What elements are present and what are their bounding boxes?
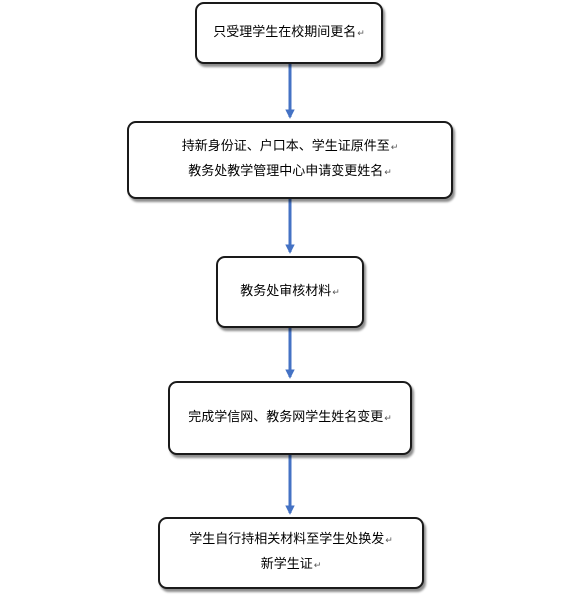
step-2-line-1: 持新身份证、户口本、学生证原件至 — [181, 139, 390, 154]
paragraph-mark-icon: ↵ — [357, 28, 365, 39]
paragraph-mark-icon: ↵ — [384, 168, 392, 178]
step-3-line-1: 教务处审核材料 — [240, 283, 332, 299]
step-4-line-1: 完成学信网、教务网学生姓名变更 — [188, 409, 384, 425]
flow-step-3: 教务处审核材料↵ — [216, 256, 364, 328]
paragraph-mark-icon: ↵ — [390, 143, 399, 153]
flow-step-5: 学生自行持相关材料至学生处换发↵ 新学生证↵ — [158, 517, 424, 589]
step-1-line-1: 只受理学生在校期间更名 — [213, 24, 357, 40]
paragraph-mark-icon: ↵ — [385, 536, 393, 546]
flow-step-1: 只受理学生在校期间更名↵ — [195, 2, 383, 64]
flow-step-4: 完成学信网、教务网学生姓名变更↵ — [168, 381, 412, 455]
paragraph-mark-icon: ↵ — [313, 561, 322, 571]
step-2-line-2: 教务处教学管理中心申请变更姓名 — [188, 164, 384, 179]
step-5-line-2: 新学生证 — [260, 557, 313, 572]
paragraph-mark-icon: ↵ — [384, 413, 392, 424]
step-5-line-1: 学生自行持相关材料至学生处换发 — [189, 532, 385, 547]
flow-step-2: 持新身份证、户口本、学生证原件至↵ 教务处教学管理中心申请变更姓名↵ — [127, 121, 453, 199]
paragraph-mark-icon: ↵ — [332, 287, 340, 298]
